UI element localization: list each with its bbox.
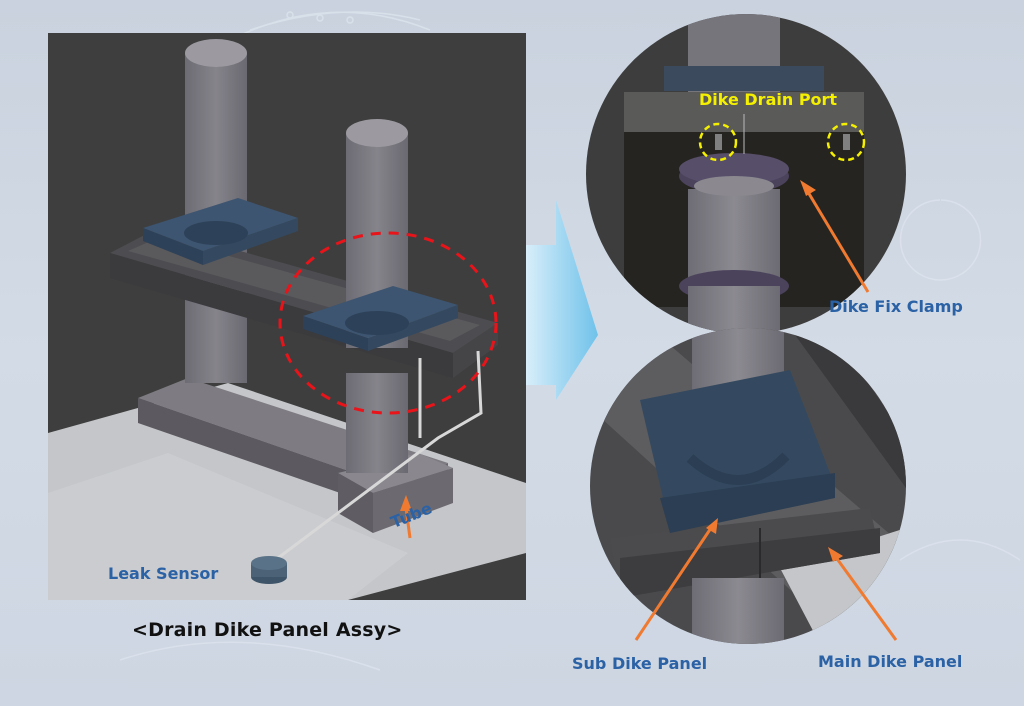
highlight-circle bbox=[278, 231, 498, 415]
overview-render: Leak Sensor Tube bbox=[48, 33, 526, 600]
fix-clamp-label: Dike Fix Clamp bbox=[829, 297, 963, 316]
figure-caption: <Drain Dike Panel Assy> bbox=[132, 619, 403, 641]
main-panel-label: Main Dike Panel bbox=[818, 652, 963, 671]
drain-port-left bbox=[715, 134, 722, 150]
leak-sensor-label: Leak Sensor bbox=[108, 564, 219, 583]
sub-panel-label: Sub Dike Panel bbox=[572, 654, 708, 673]
drain-port-right bbox=[843, 134, 850, 150]
drain-port-label: Dike Drain Port bbox=[699, 90, 838, 109]
detail-dike-panels bbox=[590, 328, 906, 644]
drain-tube bbox=[277, 350, 483, 560]
tube-arrow bbox=[400, 495, 412, 539]
detail-drain-port: Dike Drain Port bbox=[586, 14, 906, 334]
arrow-right-icon bbox=[526, 200, 598, 400]
